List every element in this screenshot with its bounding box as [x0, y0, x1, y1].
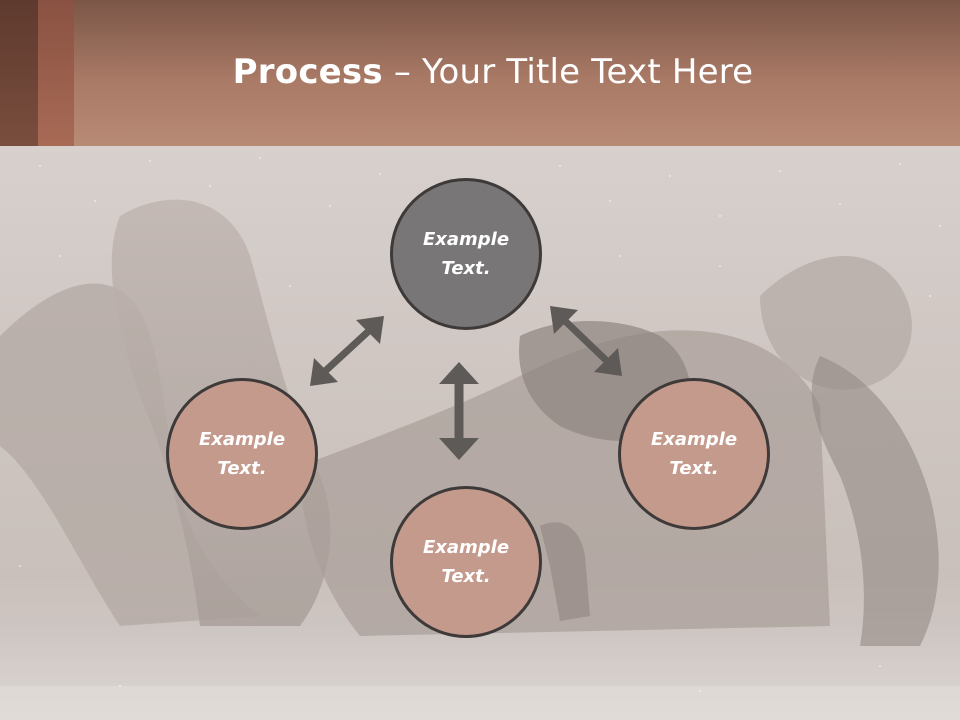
arrow-top-to-left	[310, 316, 384, 386]
process-node-bottom[interactable]: Example Text.	[390, 486, 542, 638]
header-stripe-dark	[0, 0, 38, 146]
header-stripe-accent	[38, 0, 74, 146]
title-header-band: Process – Your Title Text Here	[0, 0, 960, 146]
node-top-label: Example Text.	[406, 225, 526, 283]
title-text: Your Title Text Here	[422, 52, 754, 92]
node-bottom-line2: Text.	[441, 566, 491, 587]
node-top-line1: Example	[422, 229, 510, 250]
node-right-line2: Text.	[669, 458, 719, 479]
arrow-top-to-right	[550, 306, 622, 376]
process-node-top[interactable]: Example Text.	[390, 178, 542, 330]
process-node-left[interactable]: Example Text.	[166, 378, 318, 530]
title-bold-part: Process	[232, 52, 383, 92]
node-left-label: Example Text.	[182, 425, 302, 483]
arrow-center-vertical	[439, 362, 479, 460]
node-bottom-line1: Example	[422, 537, 510, 558]
node-left-line1: Example	[198, 429, 286, 450]
node-left-line2: Text.	[217, 458, 267, 479]
title-separator: –	[382, 52, 423, 92]
node-bottom-label: Example Text.	[406, 533, 526, 591]
process-node-right[interactable]: Example Text.	[618, 378, 770, 530]
node-top-line2: Text.	[441, 258, 491, 279]
node-right-label: Example Text.	[634, 425, 754, 483]
node-right-line1: Example	[650, 429, 738, 450]
slide-title[interactable]: Process – Your Title Text Here	[0, 52, 960, 92]
